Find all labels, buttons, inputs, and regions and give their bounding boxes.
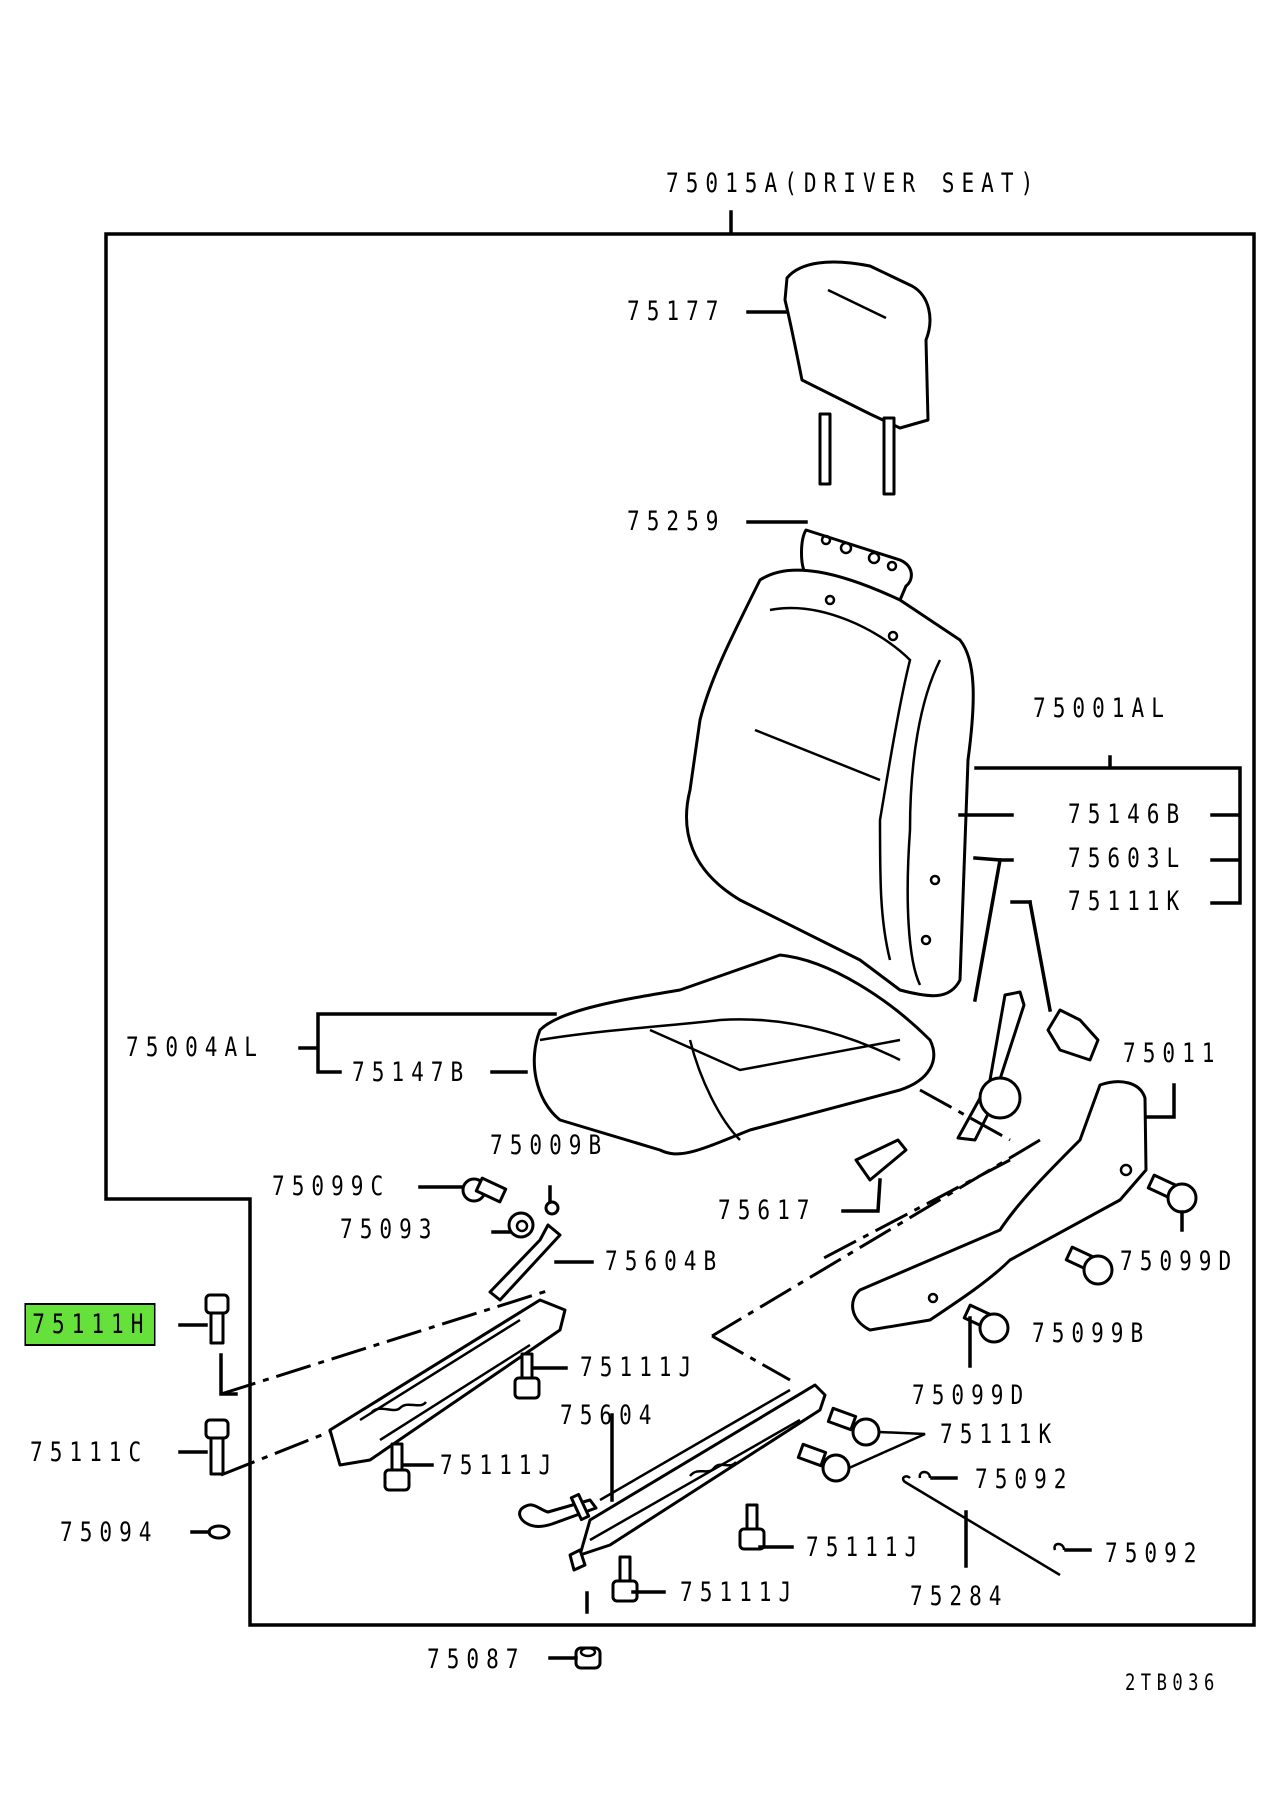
left-rail-drawing xyxy=(328,1298,567,1467)
part-label-75092-upper[interactable]: 75092 xyxy=(975,1464,1074,1495)
part-label-75111J-4[interactable]: 75111J xyxy=(680,1577,799,1608)
cushion-drawing xyxy=(532,953,936,1156)
part-label-75177[interactable]: 75177 xyxy=(627,296,726,327)
part-label-75147B[interactable]: 75147B xyxy=(352,1057,471,1088)
bracket-75004AL xyxy=(298,1012,557,1074)
leader-75111K-top xyxy=(1027,899,1053,1013)
clips-75092-drawing xyxy=(918,1470,1066,1551)
alignment-lines-right xyxy=(711,1088,1041,1382)
leaders-seatback xyxy=(958,813,1032,904)
headrest-guide-drawing xyxy=(800,528,913,602)
part-label-75092-lower[interactable]: 75092 xyxy=(1105,1538,1204,1569)
bolt-75111C xyxy=(204,1418,230,1476)
headrest-drawing xyxy=(783,260,932,496)
part-label-75011[interactable]: 75011 xyxy=(1123,1038,1222,1069)
rail-bolt-75111K-2 xyxy=(796,1442,851,1483)
screw-75099D-bottom xyxy=(962,1303,1010,1344)
link-75604B-drawing xyxy=(488,1223,562,1302)
bolt-75111J-2 xyxy=(383,1442,411,1492)
part-label-75099D-bottom[interactable]: 75099D xyxy=(912,1380,1031,1411)
part-label-75099C[interactable]: 75099C xyxy=(272,1171,391,1202)
part-label-75099D-top[interactable]: 75099D xyxy=(1120,1246,1239,1277)
nut-75087 xyxy=(574,1646,602,1670)
part-label-75111C[interactable]: 75111C xyxy=(30,1437,149,1468)
part-label-75603L[interactable]: 75603L xyxy=(1068,843,1187,874)
clip-75009B xyxy=(544,1200,560,1216)
part-label-75111J-2[interactable]: 75111J xyxy=(440,1450,559,1481)
assembly-boundary xyxy=(104,210,1256,1627)
bolt-75111J-3 xyxy=(738,1503,766,1551)
bushing-75093 xyxy=(507,1211,535,1239)
screw-75099B xyxy=(1064,1245,1114,1286)
leader-75111K-rail xyxy=(848,1430,926,1470)
seatback-drawing xyxy=(685,568,975,998)
part-label-75009B[interactable]: 75009B xyxy=(490,1130,609,1161)
part-label-75111J-3[interactable]: 75111J xyxy=(806,1532,925,1563)
bracket-75001AL xyxy=(974,755,1242,905)
part-label-75111J-1[interactable]: 75111J xyxy=(580,1352,699,1383)
part-label-75284[interactable]: 75284 xyxy=(910,1581,1009,1612)
part-label-75146B[interactable]: 75146B xyxy=(1068,799,1187,830)
part-label-75111K[interactable]: 75111K xyxy=(1068,886,1187,917)
figure-code: 2TB036 xyxy=(1125,1671,1220,1696)
wire-75284-drawing xyxy=(901,1475,1061,1577)
leaders-75092 xyxy=(930,1476,1092,1552)
part-label-75093[interactable]: 75093 xyxy=(340,1214,439,1245)
side-cover-drawing xyxy=(851,1080,1148,1332)
part-label-75001AL[interactable]: 75001AL xyxy=(1033,693,1171,724)
bolt-75111J-4 xyxy=(611,1555,639,1603)
part-label-75099B[interactable]: 75099B xyxy=(1032,1318,1151,1349)
leader-75603L xyxy=(972,856,1003,1003)
part-label-75094[interactable]: 75094 xyxy=(60,1517,159,1548)
part-label-75004AL[interactable]: 75004AL xyxy=(126,1032,264,1063)
lever-knob-drawing xyxy=(854,1138,908,1182)
leader-75011 xyxy=(1144,1083,1176,1119)
part-label-75617[interactable]: 75617 xyxy=(718,1195,817,1226)
rail-bolt-75111K-1 xyxy=(826,1406,881,1447)
right-rail-drawing xyxy=(518,1383,827,1572)
part-label-75604B[interactable]: 75604B xyxy=(605,1246,724,1277)
leader-75111H xyxy=(178,1323,238,1396)
leader-75617 xyxy=(841,1178,882,1213)
part-label-75087[interactable]: 75087 xyxy=(427,1644,526,1675)
part-label-75111H-highlighted[interactable]: 75111H xyxy=(24,1303,156,1346)
bolt-75111H xyxy=(204,1293,230,1345)
screw-75099C xyxy=(461,1176,508,1204)
recliner-drawing xyxy=(956,990,1100,1142)
assembly-title-label[interactable]: 75015A(DRIVER SEAT) xyxy=(666,168,1041,199)
bolt-75111J-1 xyxy=(513,1352,541,1400)
part-label-75604[interactable]: 75604 xyxy=(560,1400,659,1431)
washer-75094 xyxy=(207,1524,231,1540)
screw-75099D-top xyxy=(1146,1173,1198,1214)
part-label-75111K-rail[interactable]: 75111K xyxy=(940,1419,1059,1450)
part-label-75259[interactable]: 75259 xyxy=(627,506,726,537)
